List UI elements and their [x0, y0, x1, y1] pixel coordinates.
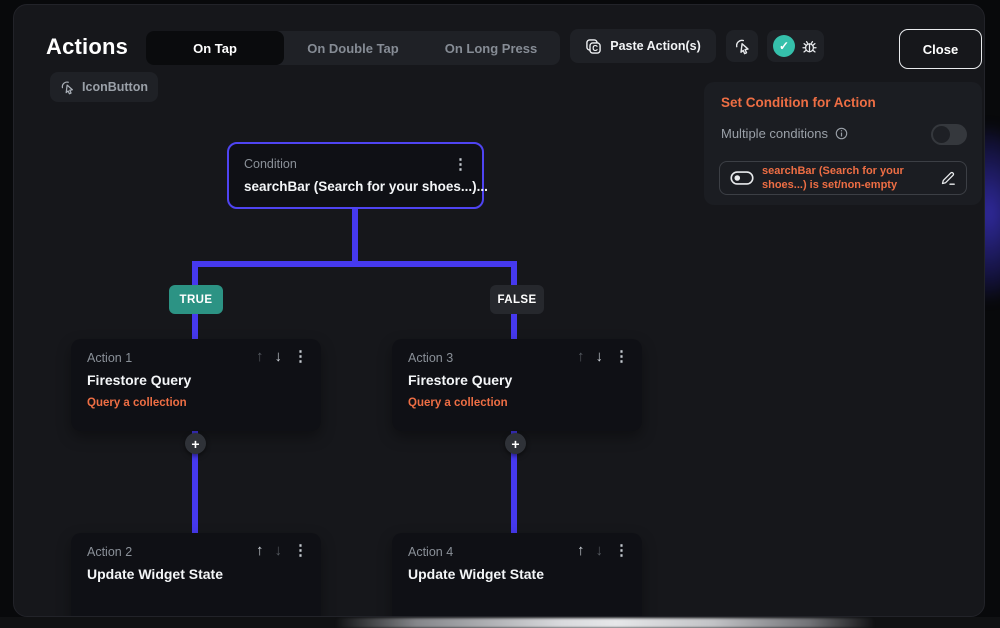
- condition-node-value: searchBar (Search for your shoes...)...: [244, 179, 488, 194]
- debug-bug-icon[interactable]: [801, 38, 818, 55]
- widget-chip-label: IconButton: [82, 80, 148, 94]
- edit-pencil-icon[interactable]: [940, 170, 956, 186]
- move-up-icon[interactable]: ↑: [256, 542, 264, 559]
- condition-node-menu-icon[interactable]: ⋮: [453, 156, 468, 173]
- validation-check-icon[interactable]: ✓: [773, 35, 795, 57]
- connector-action1-action2: [192, 425, 198, 533]
- action-card-1[interactable]: Action 1 ↑ ↓ ⋮ Firestore Query Query a c…: [71, 339, 321, 431]
- background-bottom-glow: [335, 618, 875, 628]
- move-up-icon[interactable]: ↑: [577, 348, 585, 365]
- action-subtitle: Query a collection: [408, 397, 508, 409]
- add-action-button-true-branch[interactable]: +: [185, 433, 206, 454]
- paste-actions-button[interactable]: C Paste Action(s): [570, 29, 716, 63]
- action-card-4[interactable]: Action 4 ↑ ↓ ⋮ Update Widget State: [392, 533, 642, 616]
- condition-node-label: Condition: [244, 157, 297, 171]
- move-down-icon[interactable]: ↓: [595, 542, 604, 559]
- gesture-tap-icon: [734, 38, 751, 55]
- action-title: Firestore Query: [408, 372, 513, 388]
- action-title: Firestore Query: [87, 372, 192, 388]
- action-card-3[interactable]: Action 3 ↑ ↓ ⋮ Firestore Query Query a c…: [392, 339, 642, 431]
- move-up-icon[interactable]: ↑: [577, 542, 585, 559]
- tab-on-long-press[interactable]: On Long Press: [444, 40, 538, 56]
- condition-node[interactable]: Condition ⋮ searchBar (Search for your s…: [227, 142, 488, 209]
- action-title: Update Widget State: [87, 566, 223, 582]
- run-status-group: ✓: [767, 30, 824, 62]
- action-menu-icon[interactable]: ⋮: [614, 542, 629, 559]
- action-subtitle: Query a collection: [87, 397, 187, 409]
- action-card-label: Action 4: [408, 545, 454, 559]
- panel-title: Set Condition for Action: [721, 95, 876, 110]
- add-action-button-false-branch[interactable]: +: [505, 433, 526, 454]
- action-menu-icon[interactable]: ⋮: [614, 348, 629, 365]
- action-card-label: Action 2: [87, 545, 133, 559]
- tab-on-tap[interactable]: On Tap: [146, 31, 284, 65]
- gesture-settings-button[interactable]: [726, 30, 758, 62]
- action-menu-icon[interactable]: ⋮: [293, 348, 308, 365]
- selected-widget-chip[interactable]: IconButton: [50, 72, 158, 102]
- trigger-tabbar: On Tap On Double Tap On Long Press: [146, 31, 560, 65]
- condition-summary-row[interactable]: searchBar (Search for your shoes...) is …: [719, 161, 967, 195]
- actions-editor-modal: Actions On Tap On Double Tap On Long Pre…: [13, 4, 985, 617]
- false-branch-badge: FALSE: [490, 285, 544, 314]
- paste-icon: C: [585, 38, 602, 55]
- close-button[interactable]: Close: [899, 29, 982, 69]
- paste-button-label: Paste Action(s): [610, 39, 701, 53]
- true-branch-badge: TRUE: [169, 285, 223, 314]
- boolean-toggle-icon: [730, 171, 754, 185]
- connector-action3-action4: [511, 425, 517, 533]
- action-card-label: Action 3: [408, 351, 454, 365]
- action-menu-icon[interactable]: ⋮: [293, 542, 308, 559]
- gesture-tap-icon: [60, 80, 75, 95]
- multiple-conditions-label: Multiple conditions: [721, 126, 828, 141]
- multiple-conditions-toggle[interactable]: [931, 124, 967, 145]
- svg-text:C: C: [592, 43, 598, 52]
- connector-horizontal: [192, 261, 517, 267]
- info-icon[interactable]: [835, 127, 848, 140]
- set-condition-panel: Set Condition for Action Multiple condit…: [704, 82, 982, 205]
- move-up-icon[interactable]: ↑: [256, 348, 264, 365]
- condition-summary-text: searchBar (Search for your shoes...) is …: [762, 164, 904, 191]
- toggle-knob: [933, 126, 950, 143]
- action-card-label: Action 1: [87, 351, 133, 365]
- move-down-icon[interactable]: ↓: [274, 348, 283, 365]
- move-down-icon[interactable]: ↓: [595, 348, 604, 365]
- connector-condition-down: [352, 207, 358, 263]
- action-card-2[interactable]: Action 2 ↑ ↓ ⋮ Update Widget State: [71, 533, 321, 616]
- background-bottom-strip: [0, 617, 1000, 628]
- page-title: Actions: [46, 34, 129, 59]
- move-down-icon[interactable]: ↓: [274, 542, 283, 559]
- action-title: Update Widget State: [408, 566, 544, 582]
- tab-on-double-tap[interactable]: On Double Tap: [307, 40, 399, 56]
